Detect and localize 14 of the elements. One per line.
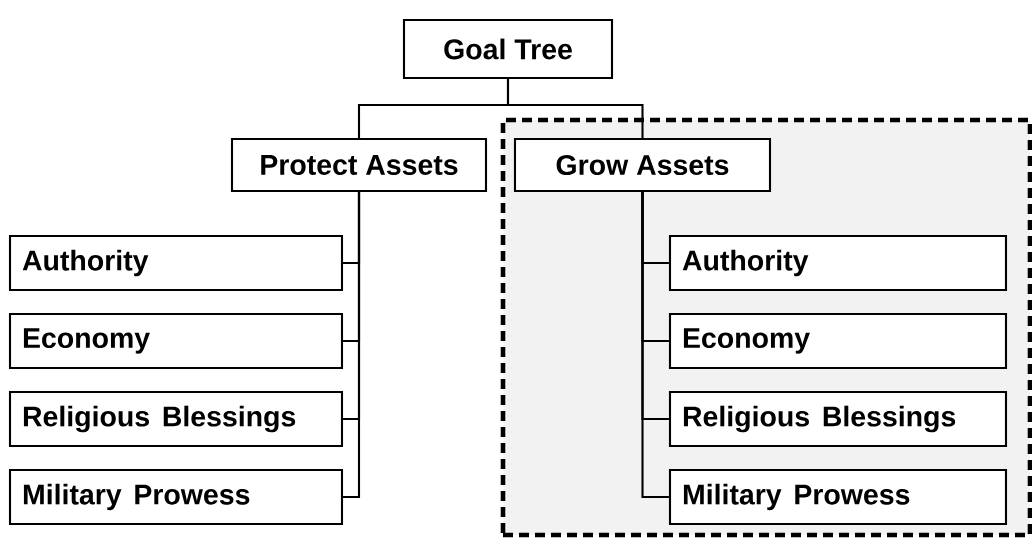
goal-box: Military Prowess [668, 468, 1008, 526]
connector-line [506, 79, 644, 138]
goal-box: Goal Tree [402, 18, 614, 80]
goal-box: Protect Assets [230, 137, 488, 193]
goal-box: Authority [8, 234, 344, 292]
goal-box: Authority [668, 234, 1008, 292]
goal-box: Religious Blessings [8, 390, 344, 448]
goal-box: Military Prowess [8, 468, 344, 526]
goal-box: Grow Assets [513, 137, 772, 193]
goal-box: Economy [8, 312, 344, 370]
goal-box: Economy [668, 312, 1008, 370]
connector-line [343, 192, 361, 499]
connector-line [641, 192, 669, 499]
goal-box: Religious Blessings [668, 390, 1008, 448]
